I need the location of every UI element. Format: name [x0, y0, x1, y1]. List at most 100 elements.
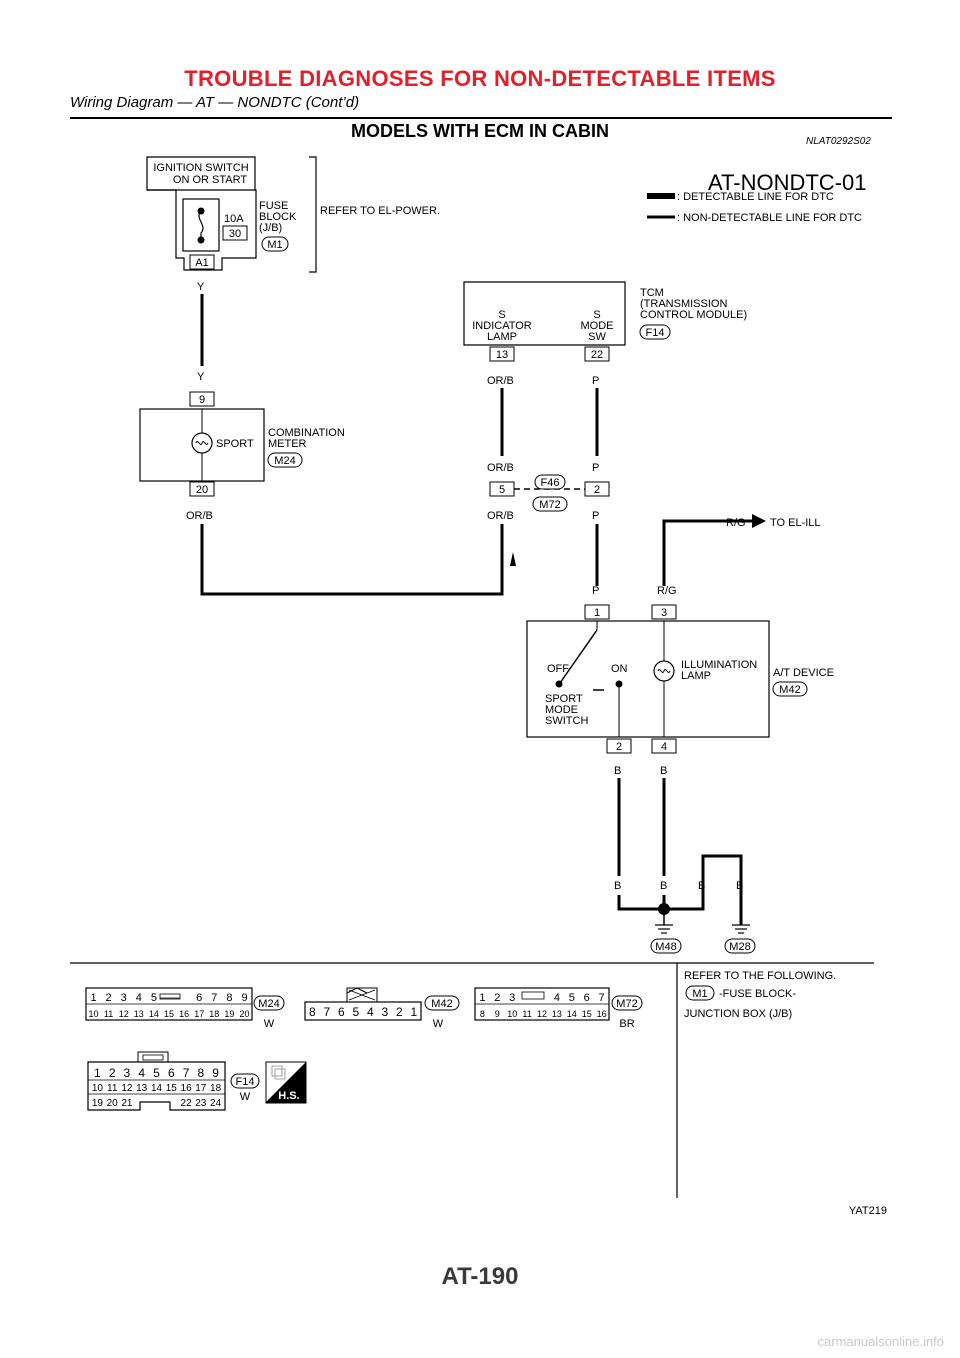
connector-pin-label: 15: [166, 1083, 178, 1094]
connector-pin-label: 6: [584, 992, 590, 1004]
device-connector: M42: [779, 684, 800, 696]
ignition-fuse-group: IGNITION SWITCH ON OR START 10A 30 FUSE …: [146, 156, 440, 273]
wire-label-p-4: P: [592, 585, 599, 597]
m24-connector-color: W: [264, 1018, 275, 1030]
wire-label-p-2: P: [592, 462, 599, 474]
connector-pin-label: 11: [107, 1083, 118, 1094]
connector-pin-label: 3: [124, 1066, 131, 1080]
lamp-label-2: LAMP: [681, 670, 711, 682]
connector-pin-label: 11: [522, 1009, 531, 1019]
fuse-box: [182, 198, 220, 252]
wire-label-y-bottom: Y: [197, 371, 205, 383]
tcm-pin-b-box: [584, 346, 610, 362]
connector-glyph-icon: [271, 1065, 286, 1080]
ground-symbol-2: [732, 924, 750, 934]
tcm-s-mode-2: MODE: [581, 320, 614, 332]
joint-pin-a: 5: [499, 484, 505, 496]
connector-pin-label: 9: [212, 1066, 219, 1080]
connector-pin-label: 8: [226, 992, 232, 1004]
connector-pin-label: 6: [168, 1066, 175, 1080]
to-ill-arrow: [752, 514, 766, 528]
fuse-element: [198, 210, 204, 240]
connector-pin-label: 24: [210, 1098, 222, 1109]
joint-pin-b: 2: [594, 484, 600, 496]
connector-pin-label: 21: [121, 1098, 133, 1109]
connector-pin-label: 16: [181, 1083, 193, 1094]
refer-box-line-2: -FUSE BLOCK-: [719, 988, 796, 1000]
wire-label-b-4: B: [660, 880, 667, 892]
wire-orb-loop: [200, 524, 504, 596]
tcm-connector-pill: [639, 324, 671, 340]
device-pin-2: 2: [616, 741, 622, 753]
joint-conn-bottom: M72: [539, 499, 560, 511]
connector-pin-label: 14: [151, 1083, 163, 1094]
device-label: A/T DEVICE: [773, 667, 834, 679]
fuse-rating: 10A: [224, 213, 244, 225]
device-pin-1-box: [584, 604, 610, 620]
page-header-subtitle: Wiring Diagram — AT — NONDTC (Cont’d): [70, 94, 360, 111]
switch-off-label: OFF: [547, 663, 569, 675]
ground-symbol-1: [655, 924, 673, 934]
connector-pin-label: 6: [338, 1005, 345, 1019]
f14-connector-pill: [230, 1073, 260, 1089]
switch-label-3: SWITCH: [545, 715, 588, 727]
connector-pin-label: 12: [119, 1009, 129, 1019]
watermark: carmanualsonline.info: [817, 1334, 944, 1349]
refer-box-conn: M1: [692, 988, 707, 1000]
fuse-terminal-box: [189, 254, 215, 270]
connector-pin-label: 13: [136, 1083, 148, 1094]
tcm-label-3: CONTROL MODULE): [640, 309, 747, 321]
connector-pin-label: 1: [479, 992, 485, 1004]
tcm-s-ind-3: LAMP: [487, 331, 517, 343]
connector-pin-label: 6: [196, 992, 202, 1004]
header-rule: [70, 117, 892, 119]
connector-pin-label: 5: [153, 1066, 160, 1080]
connector-pin-label: 9: [241, 992, 247, 1004]
switch-label-1: SPORT: [545, 693, 583, 705]
meter-pin-bottom: 20: [196, 484, 208, 496]
connector-pin-label: 18: [210, 1083, 222, 1094]
connector-pin-label: 7: [599, 992, 605, 1004]
connector-pin-label: 7: [183, 1066, 190, 1080]
at-device-group: 1 3 OFF ON SPORT MODE SWITCH ILLUMINATIO…: [526, 604, 834, 754]
connector-pin-label: 8: [480, 1009, 485, 1019]
f14-connector-name: F14: [236, 1076, 255, 1088]
connector-pin-label: 2: [109, 1066, 116, 1080]
ground-m28: M28: [729, 941, 750, 953]
wire-rg: [662, 519, 752, 586]
fuse-label-1: FUSE: [259, 200, 288, 212]
section-title: MODELS WITH ECM IN CABIN: [351, 121, 609, 141]
meter-lamp-label: SPORT: [216, 438, 254, 450]
f14-connector-color: W: [240, 1091, 251, 1103]
switch-blade: [559, 629, 598, 684]
refer-box-line-1: REFER TO THE FOLLOWING.: [684, 970, 836, 982]
meter-label-1: COMBINATION: [268, 427, 345, 439]
refer-bracket: [309, 156, 317, 273]
connector-pin-label: 12: [121, 1083, 133, 1094]
legend-detectable-label: : DETECTABLE LINE FOR DTC: [677, 191, 834, 203]
tcm-s-mode-3: SW: [588, 331, 606, 343]
connector-pin-label: 10: [88, 1009, 98, 1019]
ground-m28-pill: [724, 938, 756, 954]
wire-label-rg-1: R/G: [726, 517, 746, 529]
connector-pin-label: 9: [495, 1009, 500, 1019]
switch-label-2: MODE: [545, 704, 578, 716]
meter-pin-top-box: [189, 391, 215, 407]
connector-pin-label: 3: [509, 992, 515, 1004]
ground-m48-pill: [650, 938, 682, 954]
device-pin-4: 4: [661, 741, 667, 753]
wire-b-ground-link: [664, 854, 743, 925]
ground-m48: M48: [655, 941, 676, 953]
wire-label-b-1: B: [614, 765, 621, 777]
wire-label-y-top: Y: [197, 281, 205, 293]
m24-connector-name: M24: [258, 998, 279, 1010]
connector-pin-label: 8: [309, 1005, 316, 1019]
refer-box-line-3: JUNCTION BOX (J/B): [684, 1008, 792, 1020]
combination-meter-group: 9 SPORT 20 COMBINATION METER M24: [139, 391, 345, 497]
to-el-ill: TO EL-ILL: [770, 517, 821, 529]
connector-pin-label: 1: [90, 992, 96, 1004]
wire-label-b-3: B: [614, 880, 621, 892]
